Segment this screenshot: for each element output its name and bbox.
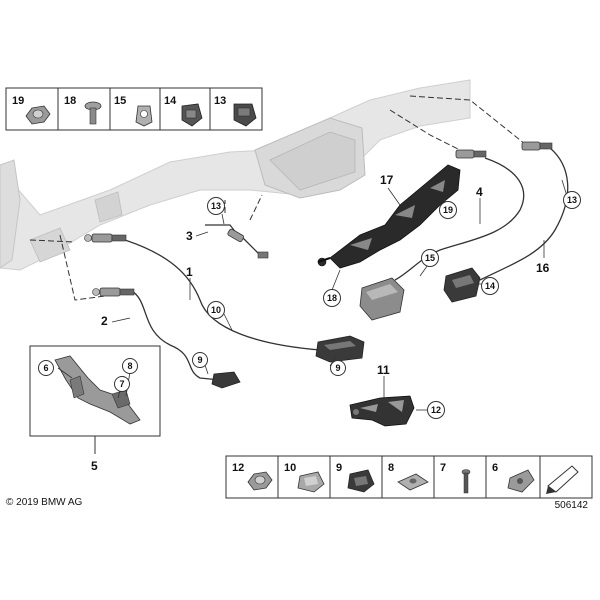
screw-icon — [461, 469, 471, 494]
part-number: 4 — [476, 185, 483, 199]
callout-leaders — [111, 179, 571, 411]
top-parts-bar: 19 18 15 14 13 — [5, 87, 263, 131]
callout-number: 12 — [431, 405, 441, 415]
holder-11 — [349, 395, 415, 427]
bottom-bar-num: 10 — [284, 462, 296, 474]
holder-clip-icon — [233, 103, 257, 127]
top-bar-num: 14 — [164, 95, 177, 107]
callout-number: 19 — [443, 205, 453, 215]
part-number: 11 — [377, 363, 390, 377]
oxygen-sensor-2 — [92, 287, 135, 297]
oxygen-sensor-16 — [521, 141, 553, 151]
part-number: 16 — [536, 261, 550, 275]
top-bar-num: 15 — [114, 95, 126, 107]
bottom-bar-num: 12 — [232, 462, 244, 474]
part-number: 3 — [186, 229, 193, 243]
nut-icon — [25, 105, 51, 125]
bottom-bar-num: 7 — [440, 462, 446, 474]
callout-number: 7 — [119, 379, 124, 389]
diagram-number: 506142 — [555, 500, 589, 511]
exhaust-system — [0, 79, 471, 271]
callout-number: 9 — [335, 363, 340, 373]
callout-number: 18 — [327, 293, 337, 303]
circled-callouts: 6 7 8 9 9 10 12 13 13 14 15 18 19 — [38, 191, 581, 419]
dash-leaders — [29, 95, 531, 301]
oxygen-sensor-4 — [455, 149, 487, 159]
callout-number: 15 — [425, 253, 435, 263]
callout-number: 6 — [43, 363, 48, 373]
clip-icon — [347, 469, 375, 493]
top-bar-num: 19 — [12, 95, 24, 107]
callout-number: 13 — [567, 195, 577, 205]
clip-screw-icon — [84, 101, 102, 125]
grommet-icon — [507, 469, 535, 493]
holder-clip-icon — [181, 103, 203, 127]
callout-number: 10 — [211, 305, 221, 315]
inset-box-5 — [29, 345, 161, 454]
clip-icon — [297, 471, 325, 493]
bottom-bar-num: 6 — [492, 462, 498, 474]
bottom-parts-bar: 12 10 9 8 7 6 — [225, 455, 593, 499]
nut-icon — [247, 471, 273, 491]
connector-1 — [315, 335, 365, 363]
connector-14 — [443, 267, 481, 303]
bottom-bar-num: 8 — [388, 462, 394, 474]
cable-clip-icon — [135, 105, 153, 127]
callout-number: 14 — [485, 281, 495, 291]
oxygen-sensor-1 — [84, 233, 127, 243]
oxygen-sensor-3 — [205, 224, 269, 259]
bracket-17 — [317, 164, 461, 269]
callout-number: 13 — [211, 201, 221, 211]
bottom-bar-num: 9 — [336, 462, 342, 474]
spring-nut-icon — [397, 473, 429, 491]
part-number: 1 — [186, 265, 193, 279]
callout-number: 8 — [127, 361, 132, 371]
copyright-text: © 2019 BMW AG — [6, 497, 83, 508]
part-number: 17 — [380, 173, 394, 187]
part-number: 2 — [101, 314, 108, 328]
top-bar-num: 18 — [64, 95, 76, 107]
control-unit — [359, 277, 405, 321]
top-bar-num: 13 — [214, 95, 226, 107]
connector-2 — [211, 371, 241, 389]
callout-number: 9 — [197, 355, 202, 365]
part-number: 5 — [91, 459, 98, 473]
arrow-icon — [546, 465, 579, 494]
